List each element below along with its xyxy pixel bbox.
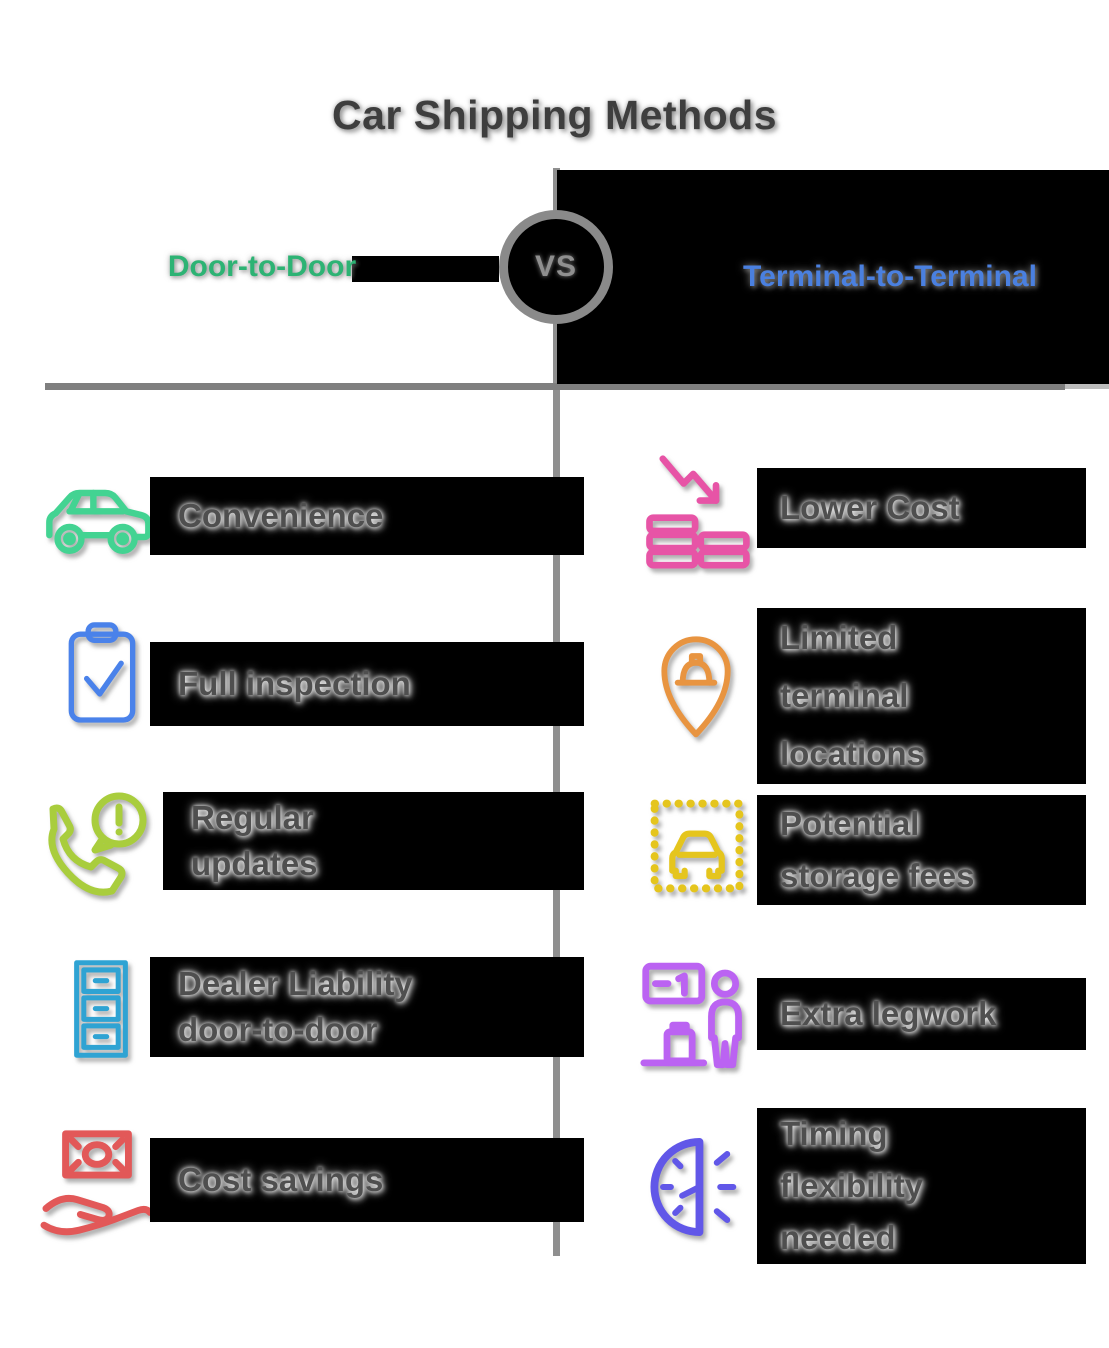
item-label-line: Regular — [191, 799, 314, 836]
item-label-line: locations — [780, 735, 925, 772]
item-label-line: Timing — [780, 1115, 888, 1152]
row-limited-terminal-locations: Limited terminal locations — [757, 608, 1086, 784]
vs-badge: VS — [499, 210, 613, 324]
row-regular-updates: Regular updates — [163, 792, 584, 890]
row-timing-flexibility-needed: Timing flexibility needed — [757, 1108, 1086, 1264]
item-label-line: Dealer Liability — [178, 965, 413, 1002]
clipboard-check-icon — [56, 620, 148, 728]
item-label-line: Potential — [780, 805, 920, 842]
row-convenience: Convenience — [150, 477, 584, 555]
half-clock-icon — [644, 1126, 748, 1248]
row-dealer-liability: Dealer Liability door-to-door — [150, 957, 584, 1057]
storage-car-icon — [644, 790, 750, 902]
item-label-line: Full inspection — [178, 665, 411, 702]
header-connector-bar — [352, 256, 499, 282]
row-full-inspection: Full inspection — [150, 642, 584, 726]
row-cost-savings: Cost savings — [150, 1138, 584, 1222]
left-column-header-label: Door-to-Door — [167, 250, 357, 283]
item-label-line: terminal — [780, 677, 909, 714]
person-luggage-icon — [638, 954, 754, 1076]
right-column-header: Terminal-to-Terminal — [557, 170, 1109, 384]
item-label-line: Cost savings — [178, 1161, 384, 1198]
item-label-line: door-to-door — [178, 1011, 378, 1048]
row-lower-cost: Lower Cost — [757, 468, 1086, 548]
item-label-line: updates — [191, 845, 318, 882]
item-label-line: Convenience — [178, 497, 384, 534]
row-extra-legwork: Extra legwork — [757, 978, 1086, 1050]
cabinet-icon — [58, 956, 144, 1062]
right-column-header-label: Terminal-to-Terminal — [743, 260, 1037, 293]
item-label-line: Extra legwork — [780, 995, 997, 1032]
phone-alert-icon — [38, 786, 158, 908]
header-rule — [45, 383, 1065, 390]
terminal-pin-icon — [646, 618, 746, 754]
coins-arrow-down-icon — [640, 446, 754, 576]
item-label-line: Limited — [780, 619, 898, 656]
car-icon — [42, 462, 152, 557]
vs-badge-label: VS — [534, 250, 578, 283]
left-column-header: Door-to-Door — [0, 250, 524, 284]
row-potential-storage-fees: Potential storage fees — [757, 795, 1086, 905]
item-label-line: storage fees — [780, 857, 975, 894]
item-label-line: Lower Cost — [780, 489, 960, 526]
item-label-line: flexibility — [780, 1167, 924, 1204]
header-rule-end — [1065, 384, 1109, 389]
page-title: Car Shipping Methods — [331, 92, 778, 138]
hand-money-icon — [38, 1126, 156, 1236]
item-label-line: needed — [780, 1219, 896, 1256]
